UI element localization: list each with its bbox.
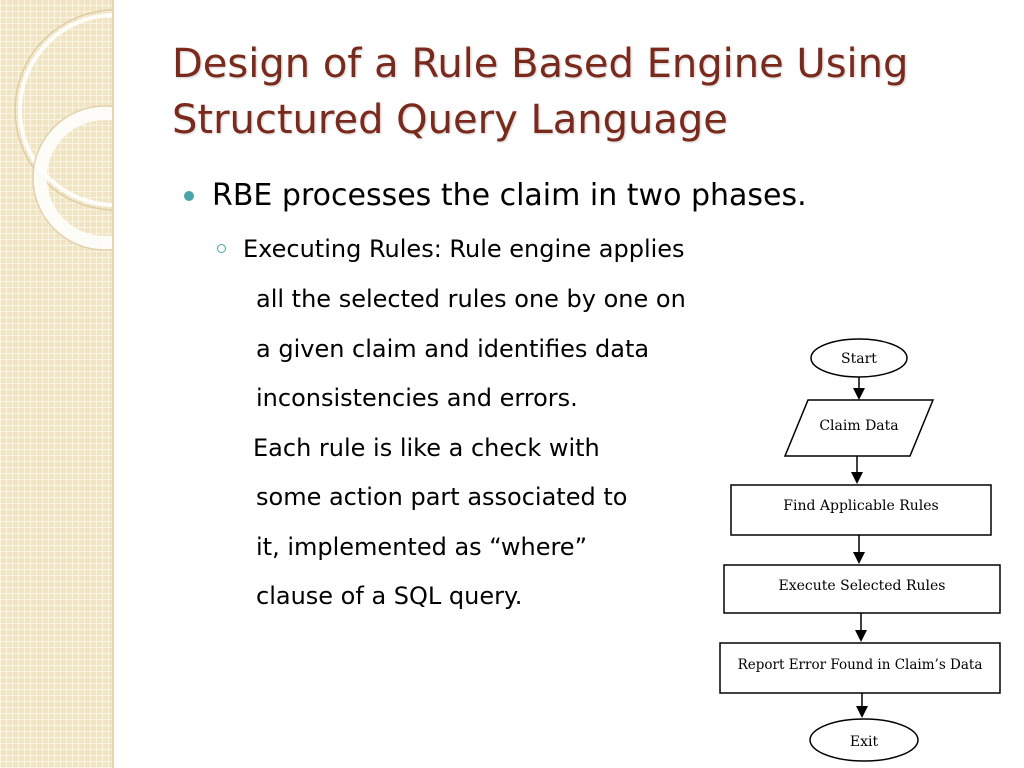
flow-node-report-error: [719, 642, 1001, 694]
slide-title: Design of a Rule Based Engine Using Stru…: [172, 36, 1002, 148]
flow-node-find-rules: [730, 484, 992, 536]
sub-line-1: Executing Rules: Rule engine applies: [243, 235, 685, 263]
title-line-1: Design of a Rule Based Engine Using: [172, 41, 909, 87]
decorative-circles: [14, 9, 112, 251]
sub-line-6: some action part associated to: [256, 483, 628, 511]
flow-label-exit: Exit: [850, 734, 879, 750]
sub-line-5: Each rule is like a check with: [253, 434, 600, 462]
flow-node-execute-rules: [723, 564, 1001, 614]
bullet-text: RBE processes the claim in two phases.: [212, 178, 807, 213]
sub-line-7: it, implemented as “where”: [256, 533, 588, 561]
flow-label-find-rules: Find Applicable Rules: [783, 498, 938, 514]
sub-line-2: all the selected rules one by one on: [256, 285, 686, 313]
title-line-2: Structured Query Language: [172, 97, 728, 143]
sub-bullet-circle-icon: [217, 244, 226, 253]
bullet-dot-icon: [184, 191, 194, 201]
flowchart-diagram: Start Claim Data Find Applicable Rules E…: [719, 338, 1001, 762]
sub-line-8: clause of a SQL query.: [256, 582, 523, 610]
flow-label-execute-rules: Execute Selected Rules: [779, 578, 946, 594]
flow-label-claim-data: Claim Data: [819, 418, 898, 434]
flow-node-claim-data: [783, 399, 935, 457]
decorative-side-panel: [0, 0, 114, 768]
sub-line-4: inconsistencies and errors.: [256, 384, 578, 412]
flow-node-exit: [809, 718, 919, 762]
sub-line-3: a given claim and identifies data: [256, 335, 650, 363]
flow-label-start: Start: [841, 351, 877, 367]
flow-label-report-error: Report Error Found in Claim’s Data: [738, 657, 983, 673]
